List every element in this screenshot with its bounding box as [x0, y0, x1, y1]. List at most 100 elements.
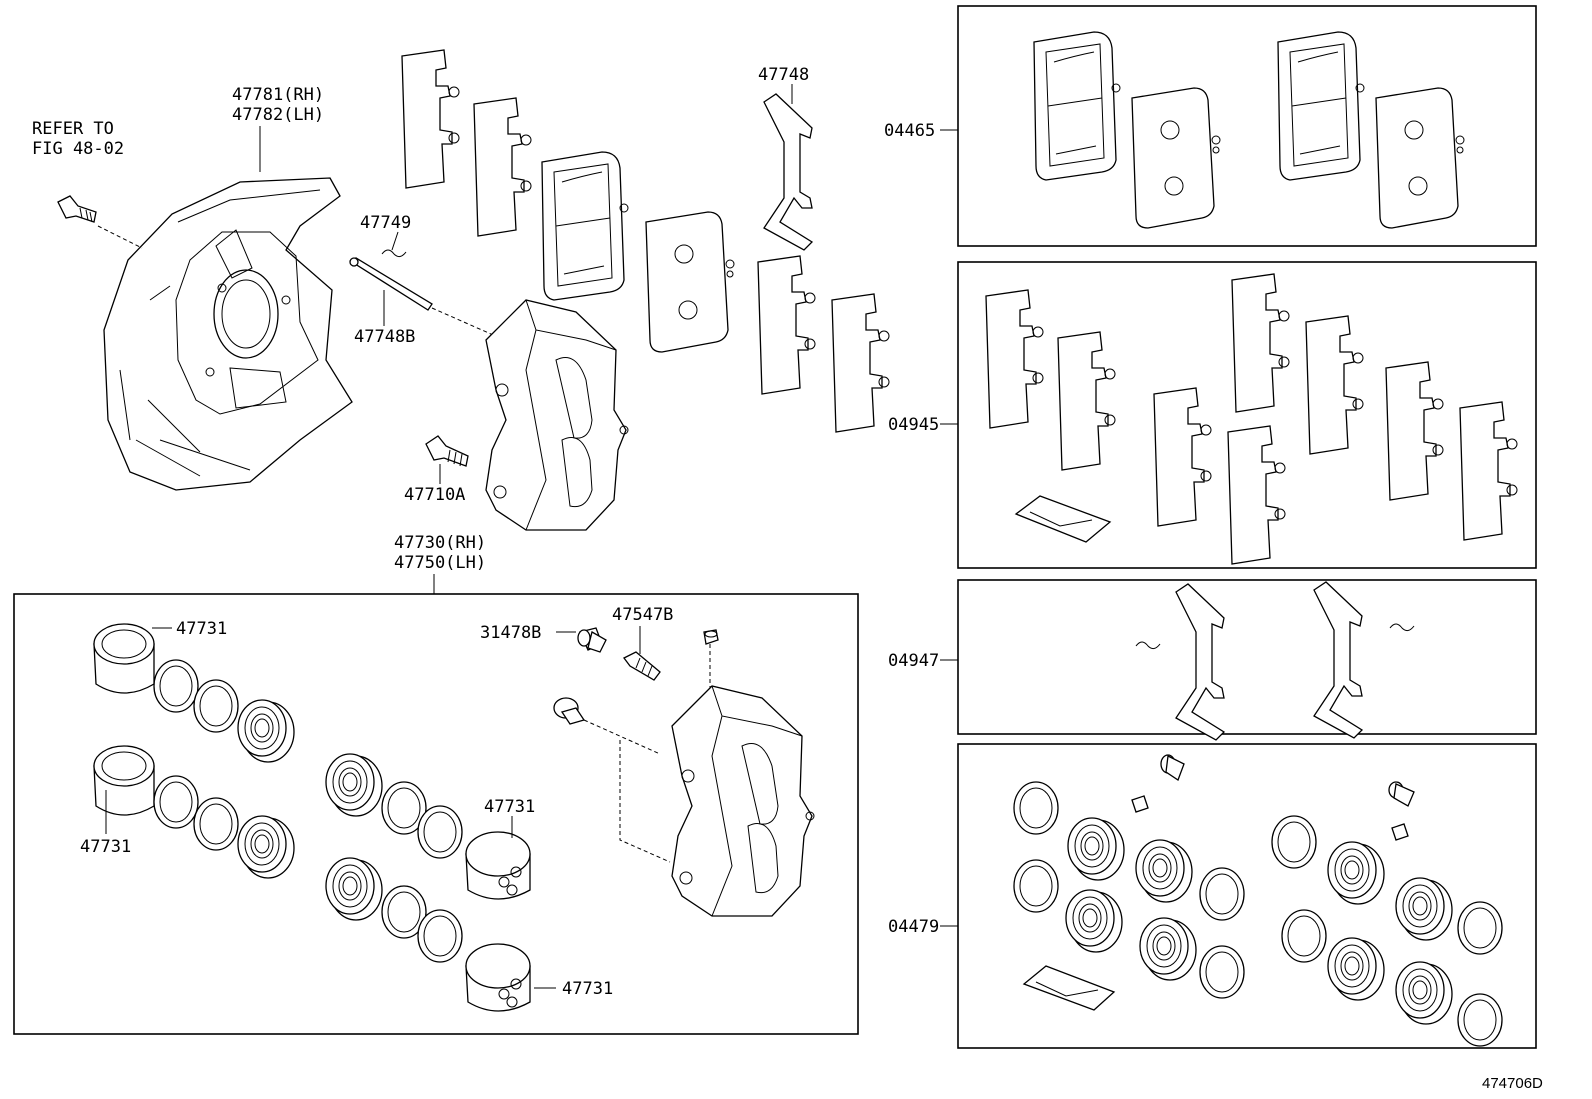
bleeder-screw — [623, 651, 661, 681]
anti-rattle-spring — [763, 93, 813, 251]
boot-4 — [325, 857, 383, 921]
shim-2 — [473, 97, 532, 237]
pin-dash — [431, 307, 501, 339]
kit-nut-1 — [1131, 795, 1149, 813]
label-shield-lh: 47782(LH) — [232, 105, 324, 125]
label-piston-4: 47731 — [562, 979, 613, 999]
kit-shim-1 — [985, 289, 1044, 429]
kit-box-04479 — [957, 743, 1537, 1049]
boot-1 — [237, 699, 295, 763]
kit-boot-5 — [1327, 841, 1385, 905]
pad-outer — [645, 211, 735, 353]
ring-8 — [417, 909, 463, 963]
caliper-kit-box — [13, 593, 859, 1035]
shim-3 — [757, 255, 816, 395]
label-piston-3: 47731 — [484, 797, 535, 817]
label-caliper-lh: 47750(LH) — [394, 553, 486, 573]
label-kit-04945: 04945 — [888, 415, 939, 435]
ring-2 — [193, 679, 239, 733]
ring-6 — [417, 805, 463, 859]
kit-shim-2 — [1057, 331, 1116, 471]
grease-packet-2 — [1022, 965, 1116, 1011]
kit-pad-2 — [1131, 87, 1221, 229]
kit-pad-3 — [1277, 31, 1365, 181]
grease-packet-1 — [1014, 495, 1112, 543]
kit-box-04947 — [957, 579, 1537, 735]
kit-ring-7 — [1281, 909, 1327, 963]
boot-2 — [237, 815, 295, 879]
plug-dash — [583, 719, 661, 755]
bolt-leader-line — [97, 225, 143, 249]
piston-cup-2 — [93, 745, 155, 816]
small-nut — [703, 629, 719, 645]
kit-pad-4 — [1375, 87, 1465, 229]
kit-ring-8 — [1457, 993, 1503, 1047]
plug-dash-2 — [619, 740, 671, 863]
kit-shim-7 — [1385, 361, 1444, 501]
kit-ring-6 — [1457, 901, 1503, 955]
label-pin: 47748B — [354, 327, 415, 347]
bleeder-cap — [577, 627, 607, 653]
label-clip: 47749 — [360, 213, 411, 233]
kit-boot-2 — [1135, 839, 1193, 903]
kit-clip-2 — [1389, 623, 1415, 632]
kit-shim-6 — [1305, 315, 1364, 455]
kit-boot-6 — [1395, 877, 1453, 941]
clip-leader — [391, 231, 399, 251]
kit-boot-8 — [1395, 961, 1453, 1025]
kit-clip-1 — [1135, 641, 1161, 650]
label-diagram-id: 474706D — [1482, 1075, 1543, 1092]
clip — [381, 249, 407, 258]
kit-ring-2 — [1199, 867, 1245, 921]
label-bleeder: 47547B — [612, 605, 673, 625]
pad-pin — [349, 257, 433, 311]
label-cap: 31478B — [480, 623, 541, 643]
kit-shim-4 — [1227, 425, 1286, 565]
kit-shim-8 — [1459, 401, 1518, 541]
label-kit-04479: 04479 — [888, 917, 939, 937]
kit-cap-2 — [1388, 781, 1415, 807]
label-refer-to: REFER TO — [32, 119, 114, 139]
piston-cup-1 — [93, 623, 155, 694]
label-piston-2: 47731 — [80, 837, 131, 857]
ring-3 — [153, 775, 199, 829]
kit-ring-1 — [1013, 781, 1059, 835]
kit-box-04945 — [957, 261, 1537, 569]
piston-face-1 — [465, 831, 531, 900]
piston-face-2 — [465, 943, 531, 1012]
kit-ring-4 — [1199, 945, 1245, 999]
kit-boot-3 — [1065, 889, 1123, 953]
ring-1 — [153, 659, 199, 713]
plug — [553, 697, 586, 725]
kit-ring-3 — [1013, 859, 1059, 913]
boot-3 — [325, 753, 383, 817]
shim-4 — [831, 293, 890, 433]
label-kit-04947: 04947 — [888, 651, 939, 671]
label-bolt: 47710A — [404, 485, 465, 505]
kit-box-04465 — [957, 5, 1537, 247]
shim-1 — [401, 49, 460, 189]
kit-cap-1 — [1160, 754, 1185, 781]
caliper-bolt — [425, 435, 469, 467]
kit-spring-2 — [1313, 581, 1363, 739]
caliper-body — [671, 685, 815, 917]
shield-bolt — [57, 195, 97, 223]
label-shield-rh: 47781(RH) — [232, 85, 324, 105]
kit-spring-1 — [1175, 583, 1225, 741]
label-fig: FIG 48-02 — [32, 139, 124, 159]
ring-4 — [193, 797, 239, 851]
kit-boot-4 — [1139, 917, 1197, 981]
kit-boot-7 — [1327, 937, 1385, 1001]
label-spring: 47748 — [758, 65, 809, 85]
kit-ring-5 — [1271, 815, 1317, 869]
kit-pad-1 — [1033, 31, 1121, 181]
kit-nut-2 — [1391, 823, 1409, 841]
caliper-assembly — [485, 299, 629, 531]
dust-shield — [103, 177, 353, 491]
kit-shim-3 — [1153, 387, 1212, 527]
kit-shim-5 — [1231, 273, 1290, 413]
label-caliper-rh: 47730(RH) — [394, 533, 486, 553]
label-kit-04465: 04465 — [884, 121, 935, 141]
label-piston-1: 47731 — [176, 619, 227, 639]
